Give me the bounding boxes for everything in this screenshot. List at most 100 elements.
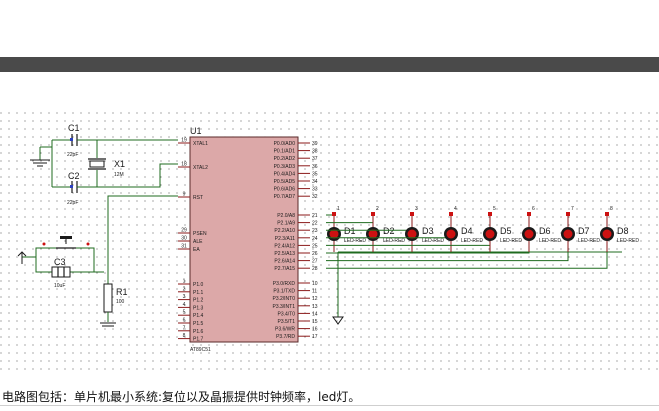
- pin-name: P0.5/AD5: [274, 179, 296, 185]
- mcu-pin-p1-7[interactable]: 8P1.7: [178, 333, 204, 343]
- pin-name: PSEN: [193, 231, 207, 237]
- pin-number: 34: [312, 179, 318, 185]
- mcu-pin-p1-2[interactable]: 3P1.2: [178, 294, 204, 304]
- pin-name: P3.2/INT0: [272, 296, 295, 302]
- pin-name: P2.5/A13: [274, 251, 295, 257]
- led-pin-number: 3: [415, 206, 418, 212]
- mcu-pin-p0-5[interactable]: 34 P0.5/AD5: [274, 179, 318, 185]
- mcu-pin-p2-5[interactable]: 26 P2.5/A13: [274, 251, 317, 257]
- pin-number: 26: [312, 251, 318, 257]
- mcu-pin-p1-3[interactable]: 4P1.3: [178, 302, 204, 312]
- pin-name: P2.7/A15: [274, 266, 295, 272]
- mcu-pin-p1-6[interactable]: 7P1.6: [178, 325, 204, 335]
- led-ref-label: D3: [422, 226, 434, 236]
- reset-pushbutton[interactable]: [42, 236, 90, 249]
- pin-name: P0.7/AD7: [274, 194, 296, 200]
- r1-value-label: 100: [116, 299, 125, 305]
- pin-number: 2: [183, 286, 186, 292]
- x1-value-label: 12M: [114, 172, 124, 178]
- crystal-x1[interactable]: X1 12M: [88, 140, 125, 187]
- mcu-body: [189, 136, 299, 343]
- led-lens: [485, 229, 495, 239]
- c1-ref-label: C1: [68, 123, 80, 133]
- pin-name: XTAL2: [193, 165, 208, 171]
- pin-number: 38: [312, 149, 318, 155]
- pin-number: 36: [312, 164, 318, 170]
- pin-number: 39: [312, 141, 318, 147]
- ground-symbol-led: [332, 316, 344, 325]
- pin-name: P1.2: [193, 298, 204, 304]
- pin-name: P2.2/A10: [274, 228, 295, 234]
- pin-number: 18: [181, 162, 187, 168]
- led-common-bus: [332, 251, 622, 325]
- led-lens: [407, 229, 417, 239]
- pin-number: 13: [312, 304, 318, 310]
- pin-number: 8: [183, 333, 186, 339]
- circuit-description-caption: 电路图包括：单片机最小系统:复位以及晶振提供时钟频率，led灯。: [2, 390, 361, 404]
- pin-name: P3.5/T1: [277, 319, 295, 325]
- pin-number: 21: [312, 213, 318, 219]
- pin-name: P1.3: [193, 305, 204, 311]
- pin-name: P1.7: [193, 337, 204, 343]
- pin-name: P2.3/A11: [275, 236, 295, 242]
- pin-number: 29: [181, 228, 187, 234]
- pin-name: P1.0: [193, 282, 204, 288]
- resistor-r1[interactable]: R1 100: [103, 272, 128, 322]
- led-part-label: LED-RED: [422, 238, 444, 244]
- mcu-pin-p0-0[interactable]: 39 P0.0/AD0: [274, 141, 318, 147]
- pin-name: P0.1/AD1: [274, 149, 296, 155]
- led-pin-number: 2: [376, 206, 379, 212]
- pin-name: P0.0/AD0: [274, 141, 296, 147]
- mcu-pin-p1-4[interactable]: 5P1.4: [178, 310, 204, 320]
- c2-ref-label: C2: [68, 171, 80, 181]
- pin-name: RST: [193, 195, 203, 201]
- led-lens: [446, 229, 456, 239]
- mcu-pin-p1-5[interactable]: 6P1.5: [178, 318, 204, 328]
- led-lens: [563, 229, 573, 239]
- pin-number: 19: [181, 138, 187, 144]
- led-pin-number: 8: [610, 206, 613, 212]
- led-lens: [368, 229, 378, 239]
- mcu-pin-p0-1[interactable]: 38 P0.1/AD1: [274, 149, 318, 155]
- led-lens: [524, 229, 534, 239]
- led-ref-label: D7: [578, 226, 590, 236]
- pin-number: 1: [183, 279, 186, 285]
- capacitor-c3[interactable]: C3 10uF: [51, 257, 71, 289]
- pin-name: P3.7/RD: [276, 334, 295, 340]
- mcu-chip[interactable]: U1 AT89C51: [189, 126, 299, 353]
- mcu-pin-p1-0[interactable]: 1P1.0: [178, 279, 204, 289]
- mcu-pin-p1-1[interactable]: 2P1.1: [178, 286, 204, 296]
